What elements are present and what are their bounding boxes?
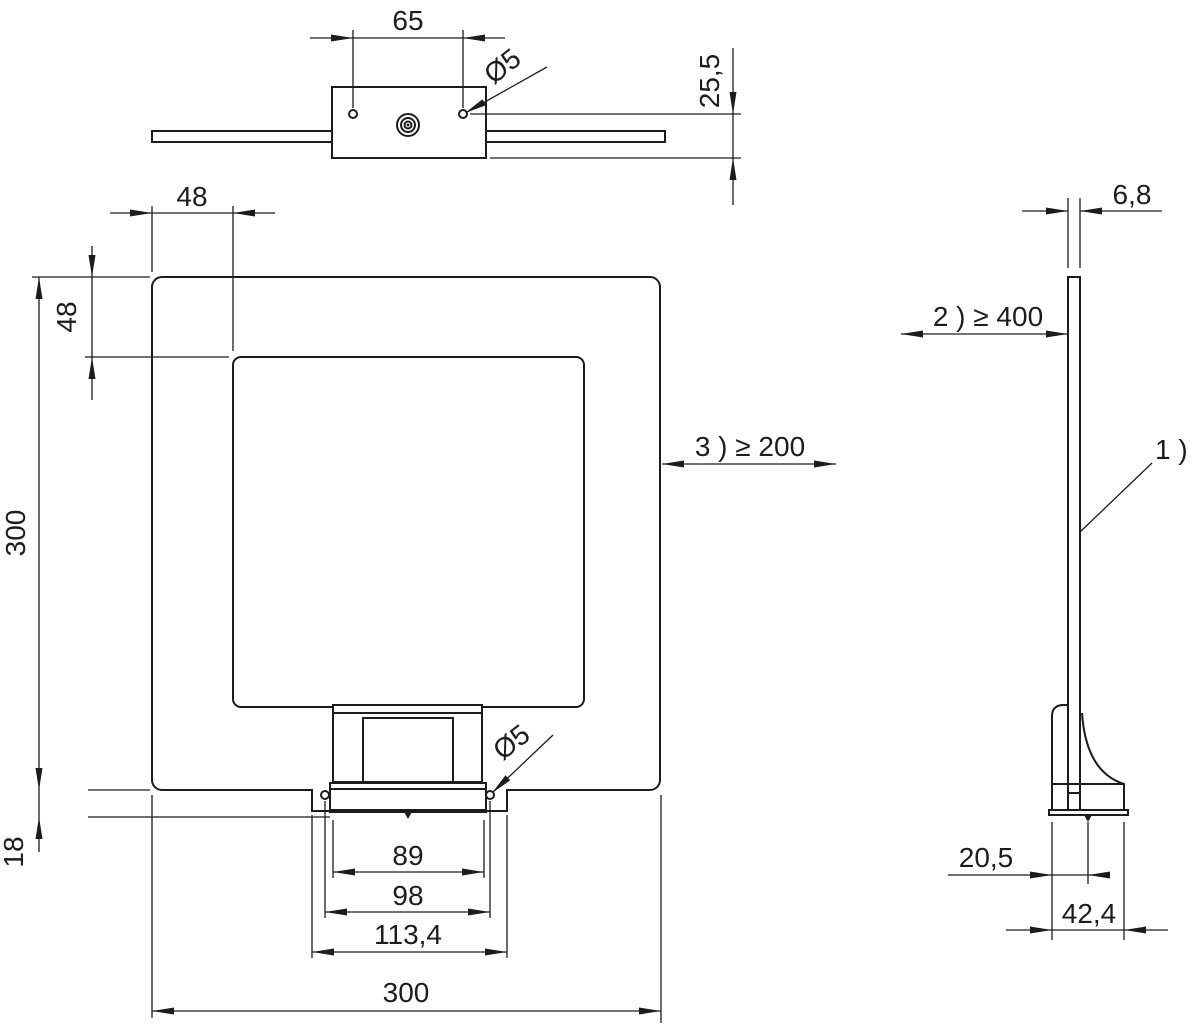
mounting-flange — [329, 782, 487, 813]
dim-label-front-flange-width: 89 — [392, 840, 423, 871]
dimension-front-cutout-width: 113,4 — [311, 815, 508, 958]
panel-edge-left — [151, 130, 333, 143]
top-view-dimensions: 65 Ø5 25,5 — [310, 5, 741, 205]
center-mark — [1084, 815, 1092, 822]
dim-label-front-width: 300 — [383, 977, 430, 1008]
dimension-front-hole-spacing: 98 — [324, 801, 491, 918]
center-mark — [404, 812, 412, 819]
dim-label-front-height: 300 — [0, 510, 31, 557]
dimension-side-thickness: 6,8 — [1022, 179, 1162, 268]
dimension-front-inset-vertical: 48 — [32, 246, 229, 400]
dim-label-front-hole-spacing: 98 — [392, 880, 423, 911]
connector-window — [362, 717, 454, 783]
coax-connector — [396, 113, 420, 137]
dimension-side-base-depth: 42,4 — [1006, 822, 1168, 940]
dim-label-side-base-depth: 42,4 — [1062, 898, 1117, 929]
dim-label-top-connector-offset: 25,5 — [694, 54, 725, 109]
dimension-top-hole-spacing: 65 — [310, 5, 505, 108]
dimension-side-front-clearance: 2 ) ≥ 400 — [901, 301, 1068, 338]
dim-label-top-hole-spacing: 65 — [392, 5, 423, 36]
dimension-front-bracket-depth: 18 — [0, 790, 330, 868]
dimension-front-width: 300 — [151, 795, 662, 1023]
base-plate — [1048, 809, 1129, 816]
dimension-front-inset-horizontal: 48 — [110, 181, 275, 351]
dim-label-front-inset-horizontal: 48 — [176, 181, 207, 212]
dim-label-front-cutout-width: 113,4 — [374, 919, 442, 950]
dimension-front-flange-width: 89 — [332, 820, 485, 878]
panel-edge-right — [485, 130, 666, 143]
dim-label-side-front-clearance: 2 ) ≥ 400 — [933, 301, 1043, 332]
dimension-side-base-center-offset: 20,5 — [948, 822, 1110, 940]
dimension-front-side-clearance: 3 ) ≥ 200 — [662, 431, 836, 468]
dim-label-front-side-clearance: 3 ) ≥ 200 — [695, 431, 805, 462]
dim-label-side-thickness: 6,8 — [1113, 179, 1152, 210]
dim-label-front-inset-vertical: 48 — [51, 301, 82, 332]
panel-edge-profile — [1067, 276, 1081, 811]
front-view — [151, 276, 661, 819]
foot-gusset-curve — [1081, 712, 1125, 810]
dimension-front-height: 300 — [0, 277, 150, 791]
top-view — [151, 86, 666, 159]
side-view-dimensions: 6,8 2 ) ≥ 400 1 ) 20,5 — [901, 179, 1188, 940]
flange-hole-left — [320, 790, 330, 800]
mounting-hole-left — [348, 109, 358, 119]
mounting-hole-right — [458, 109, 468, 119]
side-view — [1048, 276, 1129, 822]
dimension-top-connector-offset: 25,5 — [470, 48, 741, 205]
dim-label-side-base-center-offset: 20,5 — [959, 842, 1014, 873]
inner-panel — [232, 356, 585, 708]
dim-label-front-bracket-depth: 18 — [0, 836, 29, 867]
front-view-dimensions: 48 48 300 18 — [0, 181, 836, 1023]
callout-1-label: 1 ) — [1155, 434, 1188, 465]
foot-left-profile — [1051, 704, 1068, 810]
callout-1: 1 ) — [1079, 434, 1188, 533]
